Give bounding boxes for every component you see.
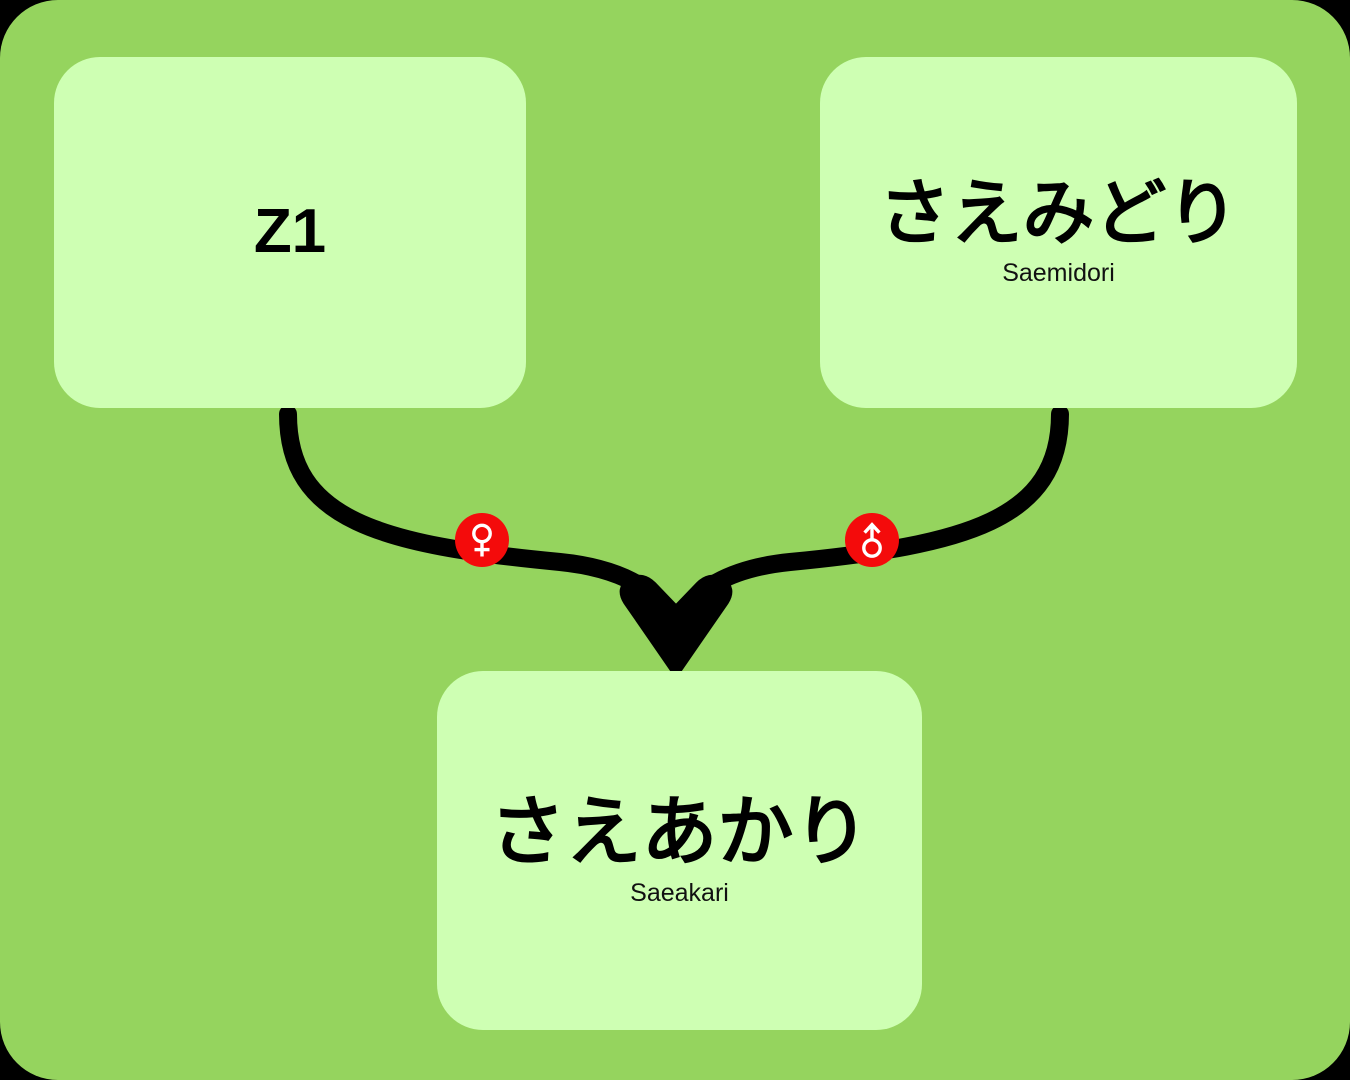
node-text-stack: Z1	[253, 197, 327, 267]
arrowhead-icon	[619, 574, 733, 675]
node-romaji-saemidori: Saemidori	[1002, 259, 1115, 288]
node-text-stack: さえみどり Saemidori	[878, 177, 1238, 287]
node-name-z1: Z1	[253, 197, 327, 267]
female-symbol-icon	[472, 523, 492, 557]
node-name-saeakari: さえあかり	[489, 790, 870, 876]
node-card-saeakari[interactable]: さえあかり Saeakari	[437, 671, 922, 1030]
node-card-saemidori[interactable]: さえみどり Saemidori	[820, 57, 1297, 408]
female-symbol-badge[interactable]	[455, 513, 509, 567]
node-card-z1[interactable]: Z1	[54, 57, 526, 408]
node-text-stack: さえあかり Saeakari	[490, 793, 870, 908]
male-symbol-badge[interactable]	[845, 513, 899, 567]
node-name-saemidori: さえみどり	[878, 174, 1239, 255]
male-symbol-icon	[862, 522, 882, 558]
node-romaji-saeakari: Saeakari	[630, 879, 729, 908]
